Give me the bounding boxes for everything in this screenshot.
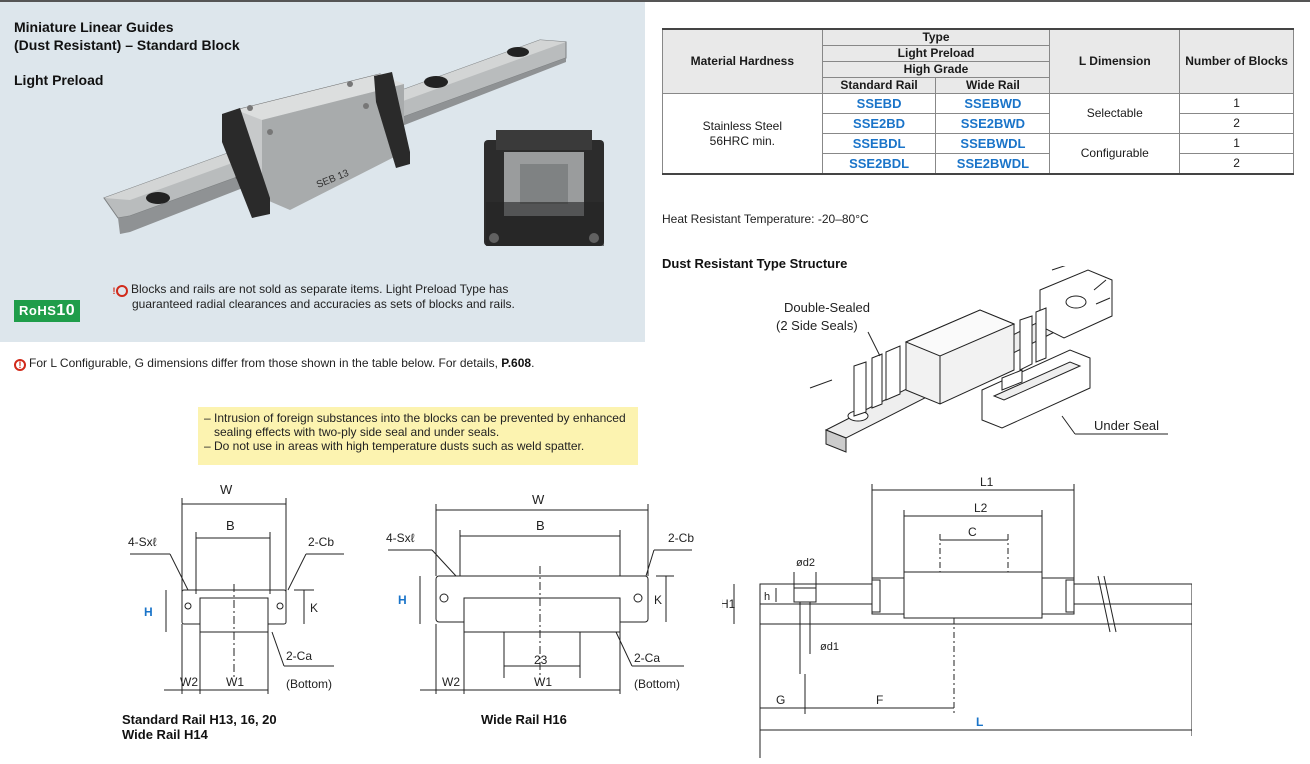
svg-text:2-Ca: 2-Ca <box>286 649 312 663</box>
part-code-link[interactable]: SSE2BWD <box>935 113 1051 134</box>
dust-structure-diagram: Double-Sealed (2 Side Seals) Under Seal <box>776 266 1168 453</box>
svg-text:ød2: ød2 <box>796 557 815 569</box>
header-preload: Light Preload <box>821 45 1051 62</box>
product-title: Miniature Linear Guides (Dust Resistant)… <box>14 19 240 53</box>
table-row: SSE2BDL SSE2BWDL 2 <box>663 153 1294 175</box>
svg-text:H: H <box>398 593 407 607</box>
svg-text:K: K <box>654 593 662 607</box>
warning-icon: ! <box>113 285 128 297</box>
svg-text:2-Cb: 2-Cb <box>668 531 694 545</box>
l-dimension-cell: Selectable <box>1049 93 1181 134</box>
product-hero-panel: Miniature Linear Guides (Dust Resistant)… <box>0 2 645 342</box>
svg-text:(Bottom): (Bottom) <box>286 677 332 691</box>
blocks-cell: 2 <box>1179 113 1294 134</box>
svg-text:H1: H1 <box>722 597 736 611</box>
svg-text:K: K <box>310 601 318 615</box>
svg-text:W: W <box>532 492 545 507</box>
config-note: !For L Configurable, G dimensions differ… <box>14 356 534 371</box>
l-dimension-cell: Configurable <box>1049 133 1181 175</box>
blocks-cell: 1 <box>1179 93 1294 114</box>
product-photo: SEB 13 <box>103 39 604 246</box>
blocks-cell: 1 <box>1179 133 1294 154</box>
part-code-link[interactable]: SSE2BD <box>821 113 937 134</box>
top-rule <box>0 0 1310 2</box>
wide-rail-section-drawing: W B 4-Sxℓ 2-Cb H K 23 2-Ca (Bottom) W2 W… <box>386 492 694 694</box>
header-type: Type <box>821 28 1051 46</box>
warning-icon: ! <box>14 359 26 371</box>
svg-text:(2 Side Seals): (2 Side Seals) <box>776 318 858 333</box>
svg-text:Under Seal: Under Seal <box>1094 418 1159 433</box>
svg-text:(Bottom): (Bottom) <box>634 677 680 691</box>
svg-text:h: h <box>764 591 770 603</box>
rohs-badge: RoHS10 <box>14 300 81 322</box>
standard-rail-section-drawing: W B 4-Sxℓ 2-Cb H K 2-Ca (Bottom) W2 W1 <box>128 482 344 694</box>
svg-text:2-Ca: 2-Ca <box>634 651 660 665</box>
svg-text:W1: W1 <box>534 675 552 689</box>
dust-structure-title: Dust Resistant Type Structure <box>662 256 848 271</box>
svg-text:F: F <box>876 693 883 707</box>
svg-text:2-Cb: 2-Cb <box>308 535 334 549</box>
svg-text:Double-Sealed: Double-Sealed <box>784 300 870 315</box>
svg-text:W: W <box>220 482 233 497</box>
blocks-cell: 2 <box>1179 153 1294 175</box>
spec-table: Material Hardness Type L Dimension Numbe… <box>662 28 1294 175</box>
page-reference-link[interactable]: P.608 <box>501 356 532 370</box>
part-code-link[interactable]: SSEBWDL <box>935 133 1051 154</box>
svg-text:G: G <box>776 693 785 707</box>
feature-list: – Intrusion of foreign substances into t… <box>198 407 638 465</box>
feature-item: – Intrusion of foreign substances into t… <box>204 411 626 439</box>
svg-text:L2: L2 <box>974 501 988 515</box>
standard-rail-caption: Standard Rail H13, 16, 20 Wide Rail H14 <box>122 712 277 742</box>
svg-text:ød1: ød1 <box>820 641 839 653</box>
feature-item: – Do not use in areas with high temperat… <box>204 439 585 453</box>
svg-text:4-Sxℓ: 4-Sxℓ <box>386 531 415 545</box>
heat-resistance-note: Heat Resistant Temperature: -20–80°C <box>662 212 869 226</box>
table-row: SSEBDL SSEBWDL Configurable 1 <box>663 133 1294 175</box>
header-material: Material Hardness <box>662 28 823 94</box>
svg-text:23: 23 <box>534 653 548 667</box>
part-code-link[interactable]: SSEBD <box>821 93 937 114</box>
svg-text:C: C <box>968 525 977 539</box>
svg-text:H: H <box>144 605 153 619</box>
svg-text:L1: L1 <box>980 475 994 489</box>
svg-text:4-Sxℓ: 4-Sxℓ <box>128 535 157 549</box>
header-wide-rail: Wide Rail <box>935 77 1051 94</box>
part-code-link[interactable]: SSE2BDL <box>821 153 937 175</box>
header-grade: High Grade <box>821 61 1051 78</box>
svg-text:B: B <box>536 518 545 533</box>
svg-text:W2: W2 <box>180 675 198 689</box>
part-code-link[interactable]: SSE2BWDL <box>935 153 1051 175</box>
header-standard-rail: Standard Rail <box>821 77 937 94</box>
separate-sale-note: !Blocks and rails are not sold as separa… <box>112 282 515 311</box>
svg-text:B: B <box>226 518 235 533</box>
product-subtitle: Light Preload <box>14 72 104 88</box>
part-code-link[interactable]: SSEBDL <box>821 133 937 154</box>
header-l-dimension: L Dimension <box>1049 28 1181 94</box>
svg-text:W1: W1 <box>226 675 244 689</box>
header-number-of-blocks: Number of Blocks <box>1179 28 1294 94</box>
svg-text:L: L <box>976 715 983 729</box>
part-code-link[interactable]: SSEBWD <box>935 93 1051 114</box>
wide-rail-caption: Wide Rail H16 <box>481 712 567 727</box>
svg-text:W2: W2 <box>442 675 460 689</box>
side-view-drawing: L1 L2 C ød2 ød1 h H1 G F L <box>722 475 1192 758</box>
